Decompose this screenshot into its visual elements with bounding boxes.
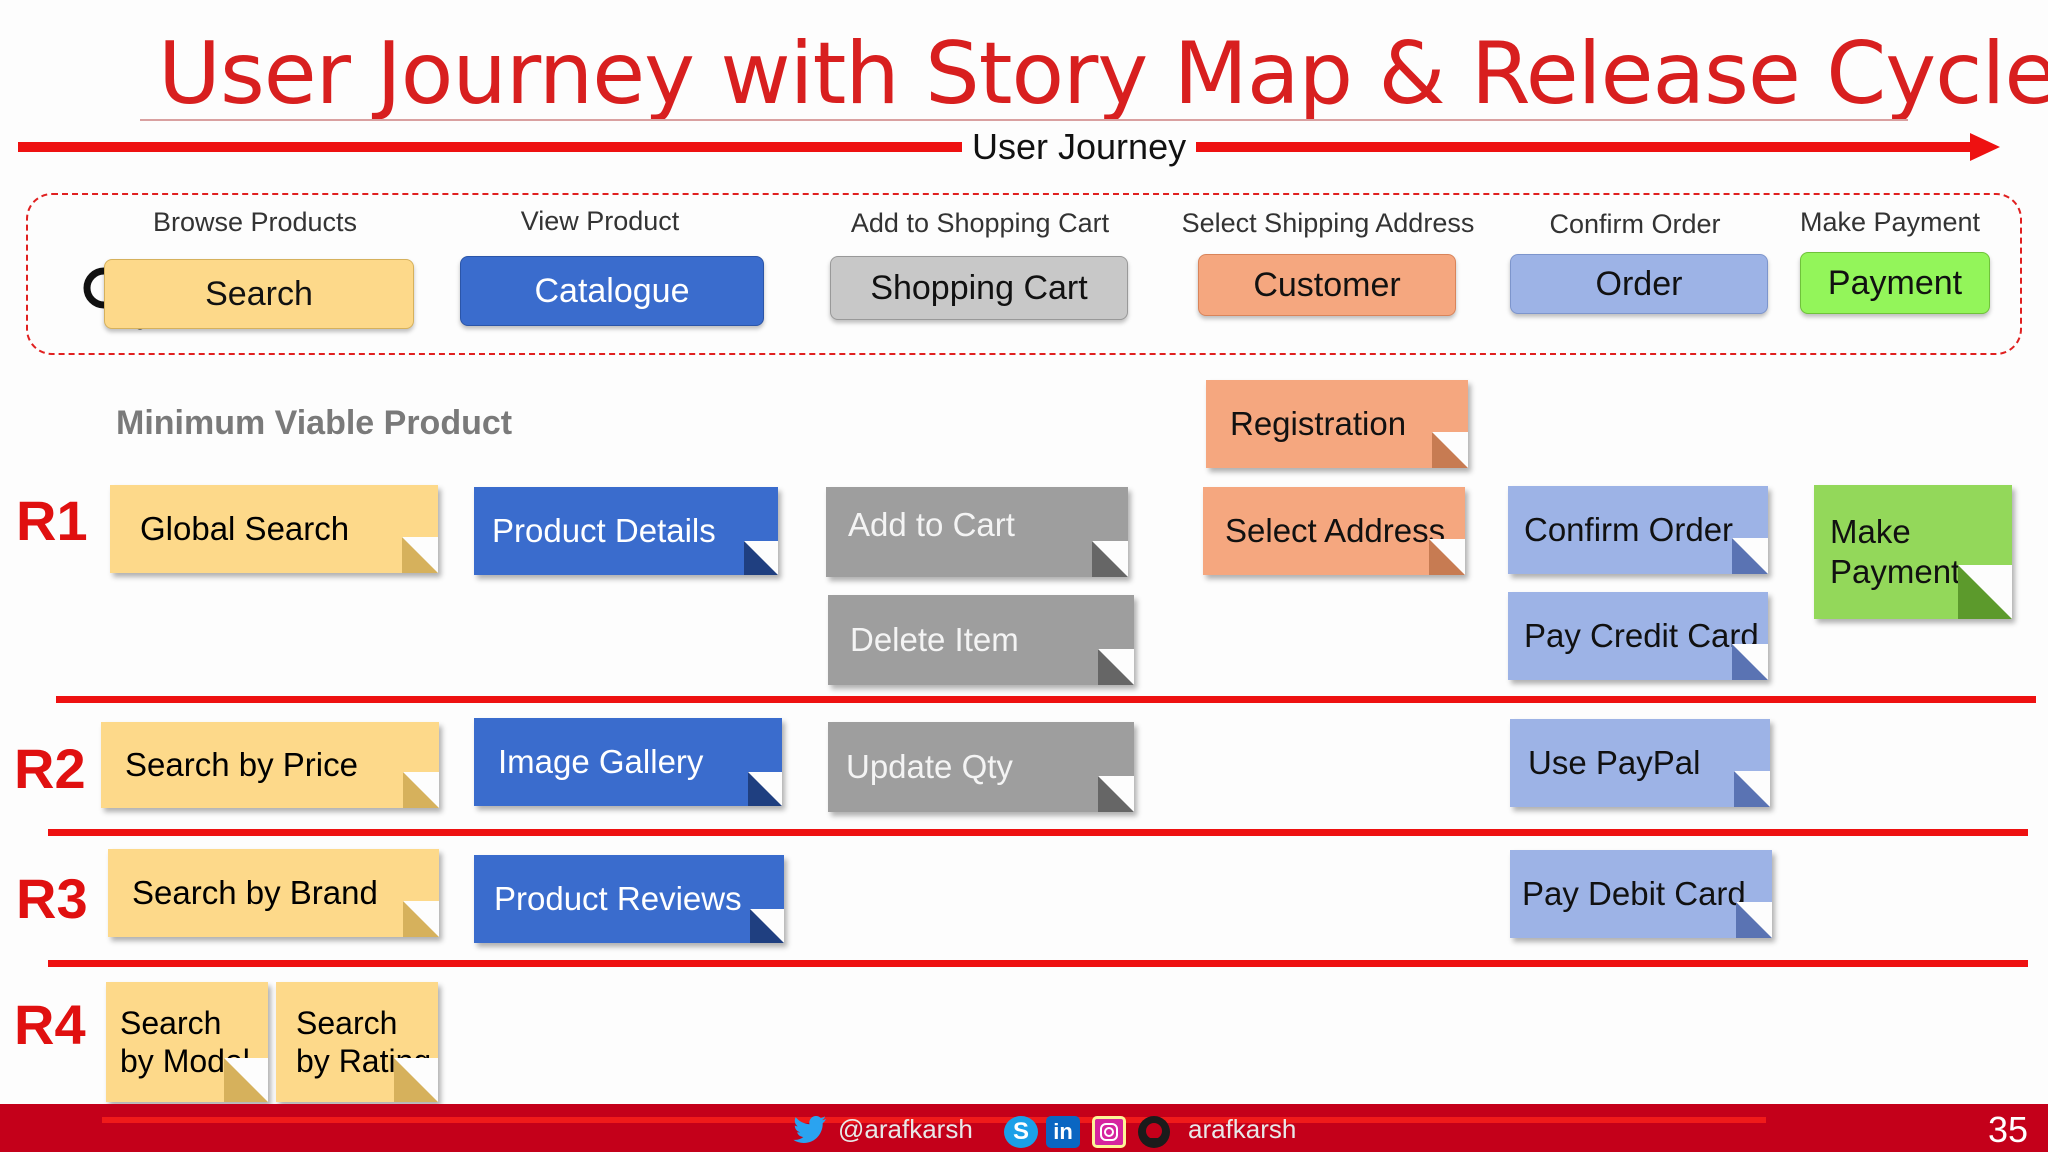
release-separator-r1 [56,696,2036,703]
twitter-bird-icon[interactable] [792,1115,828,1145]
slide-title: User Journey with Story Map & Release Cy… [158,24,2048,124]
note-fold [748,772,782,806]
footer-twitter-handle: @arafkarsh [838,1114,973,1144]
activity-label-view-product: View Product [520,206,680,236]
instagram-icon[interactable] [1092,1116,1126,1148]
story-note-image-gallery[interactable]: Image Gallery [474,718,782,806]
activity-label-shipping-address: Select Shipping Address [1181,208,1475,238]
catalogue-card-label: Catalogue [534,271,690,310]
story-note-label: Registration [1230,405,1407,443]
activity-label-make-payment: Make Payment [1799,207,1981,237]
journey-arrowhead [1970,133,2000,161]
note-fold [744,541,778,575]
note-fold [1736,902,1772,938]
story-note-label: Search by Rating [296,1004,432,1079]
shopping-cart-card[interactable]: Shopping Cart [830,256,1128,320]
note-fold [1732,644,1768,680]
note-fold [1732,538,1768,574]
story-note-confirm-order[interactable]: Confirm Order [1508,486,1768,574]
payment-card-label: Payment [1827,263,1963,302]
story-note-delete-item[interactable]: Delete Item [828,595,1134,685]
github-icon[interactable] [1136,1114,1172,1150]
story-note-label: Use PayPal [1528,744,1701,782]
activity-label-add-to-cart: Add to Shopping Cart [850,208,1110,238]
note-fold [394,1058,438,1102]
note-fold [1432,432,1468,468]
release-separator-r2 [48,829,2028,836]
story-note-pay-credit-card[interactable]: Pay Credit Card [1508,592,1768,680]
release-label-r1: R1 [16,489,88,552]
release-separator-r3 [48,960,2028,967]
story-note-pay-debit-card[interactable]: Pay Debit Card [1510,850,1772,938]
page-number: 35 [1988,1109,2029,1150]
note-fold [403,772,439,808]
note-fold [1092,541,1128,577]
release-label-r2: R2 [14,737,86,800]
release-label-r3: R3 [16,867,88,930]
catalogue-card[interactable]: Catalogue [460,256,764,326]
note-fold [224,1058,268,1102]
activity-label-browse-products: Browse Products [152,207,358,237]
story-note-label: Update Qty [846,748,1013,786]
footer-red-line [102,1117,1766,1123]
shopping-cart-card-label: Shopping Cart [870,268,1088,307]
story-note-add-to-cart[interactable]: Add to Cart [826,487,1128,577]
story-note-label: Pay Debit Card [1522,875,1746,913]
backbone-frame [26,193,2022,355]
story-note-label: Select Address [1225,512,1446,550]
story-note-label: Product Reviews [494,880,742,918]
linkedin-icon[interactable]: in [1046,1116,1080,1148]
customer-card[interactable]: Customer [1198,254,1456,316]
story-note-label: Product Details [492,512,716,550]
search-card-label: Search [205,274,313,313]
title-underline [140,119,1908,121]
note-fold [403,901,439,937]
journey-line-right [1196,142,1978,152]
story-note-label: Pay Credit Card [1524,617,1759,655]
customer-card-label: Customer [1253,265,1401,304]
journey-line-left [18,142,962,152]
journey-label: User Journey [972,126,1187,167]
release-label-r4: R4 [14,993,86,1056]
story-note-search-by-model[interactable]: Search by Model [106,982,268,1102]
story-note-label: Search by Price [125,746,358,784]
order-card-label: Order [1595,264,1683,303]
story-note-label: Delete Item [850,621,1019,659]
story-note-registration[interactable]: Registration [1206,380,1468,468]
story-note-label: Search by Brand [132,874,378,912]
story-note-make-payment[interactable]: Make Payment [1814,485,2012,619]
search-card[interactable]: Search [104,259,414,329]
story-note-product-reviews[interactable]: Product Reviews [474,855,784,943]
note-fold [1429,539,1465,575]
story-note-use-paypal[interactable]: Use PayPal [1510,719,1770,807]
story-note-product-details[interactable]: Product Details [474,487,778,575]
note-fold [1098,649,1134,685]
note-fold [402,537,438,573]
footer-username: arafkarsh [1188,1114,1297,1144]
story-note-label: Add to Cart [848,506,1015,543]
note-fold [750,909,784,943]
skype-icon[interactable]: S [1004,1116,1038,1148]
story-note-search-by-price[interactable]: Search by Price [101,722,439,808]
story-note-search-by-brand[interactable]: Search by Brand [108,849,439,937]
story-note-select-address[interactable]: Select Address [1203,487,1465,575]
mvp-label: Minimum Viable Product [116,404,513,442]
story-note-label: Image Gallery [498,743,704,781]
note-fold [1734,771,1770,807]
note-fold [1098,776,1134,812]
story-note-label: Make Payment [1830,513,1961,590]
note-fold [1958,565,2012,619]
story-note-update-qty[interactable]: Update Qty [828,722,1134,812]
activity-label-confirm-order: Confirm Order [1549,209,1721,239]
order-card[interactable]: Order [1510,254,1768,314]
payment-card[interactable]: Payment [1800,252,1990,314]
story-note-global-search[interactable]: Global Search [110,485,438,573]
story-note-label: Confirm Order [1524,511,1734,549]
story-note-label: Global Search [140,510,350,548]
story-note-search-by-rating[interactable]: Search by Rating [276,982,438,1102]
